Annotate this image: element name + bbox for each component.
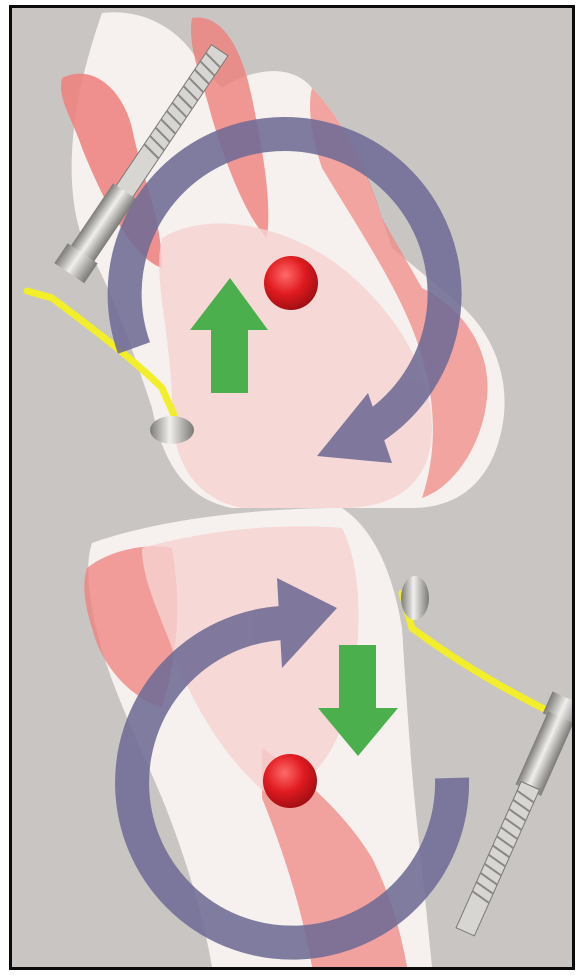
lower-miniscrew bbox=[449, 692, 572, 940]
lower-center-of-resistance-dot-icon bbox=[263, 754, 317, 808]
upper-center-of-resistance-dot-icon bbox=[264, 256, 318, 310]
tooth-movement-illustration bbox=[12, 8, 572, 967]
lower-bracket bbox=[401, 576, 429, 620]
upper-bracket bbox=[150, 416, 194, 444]
illustration-frame bbox=[9, 5, 575, 970]
